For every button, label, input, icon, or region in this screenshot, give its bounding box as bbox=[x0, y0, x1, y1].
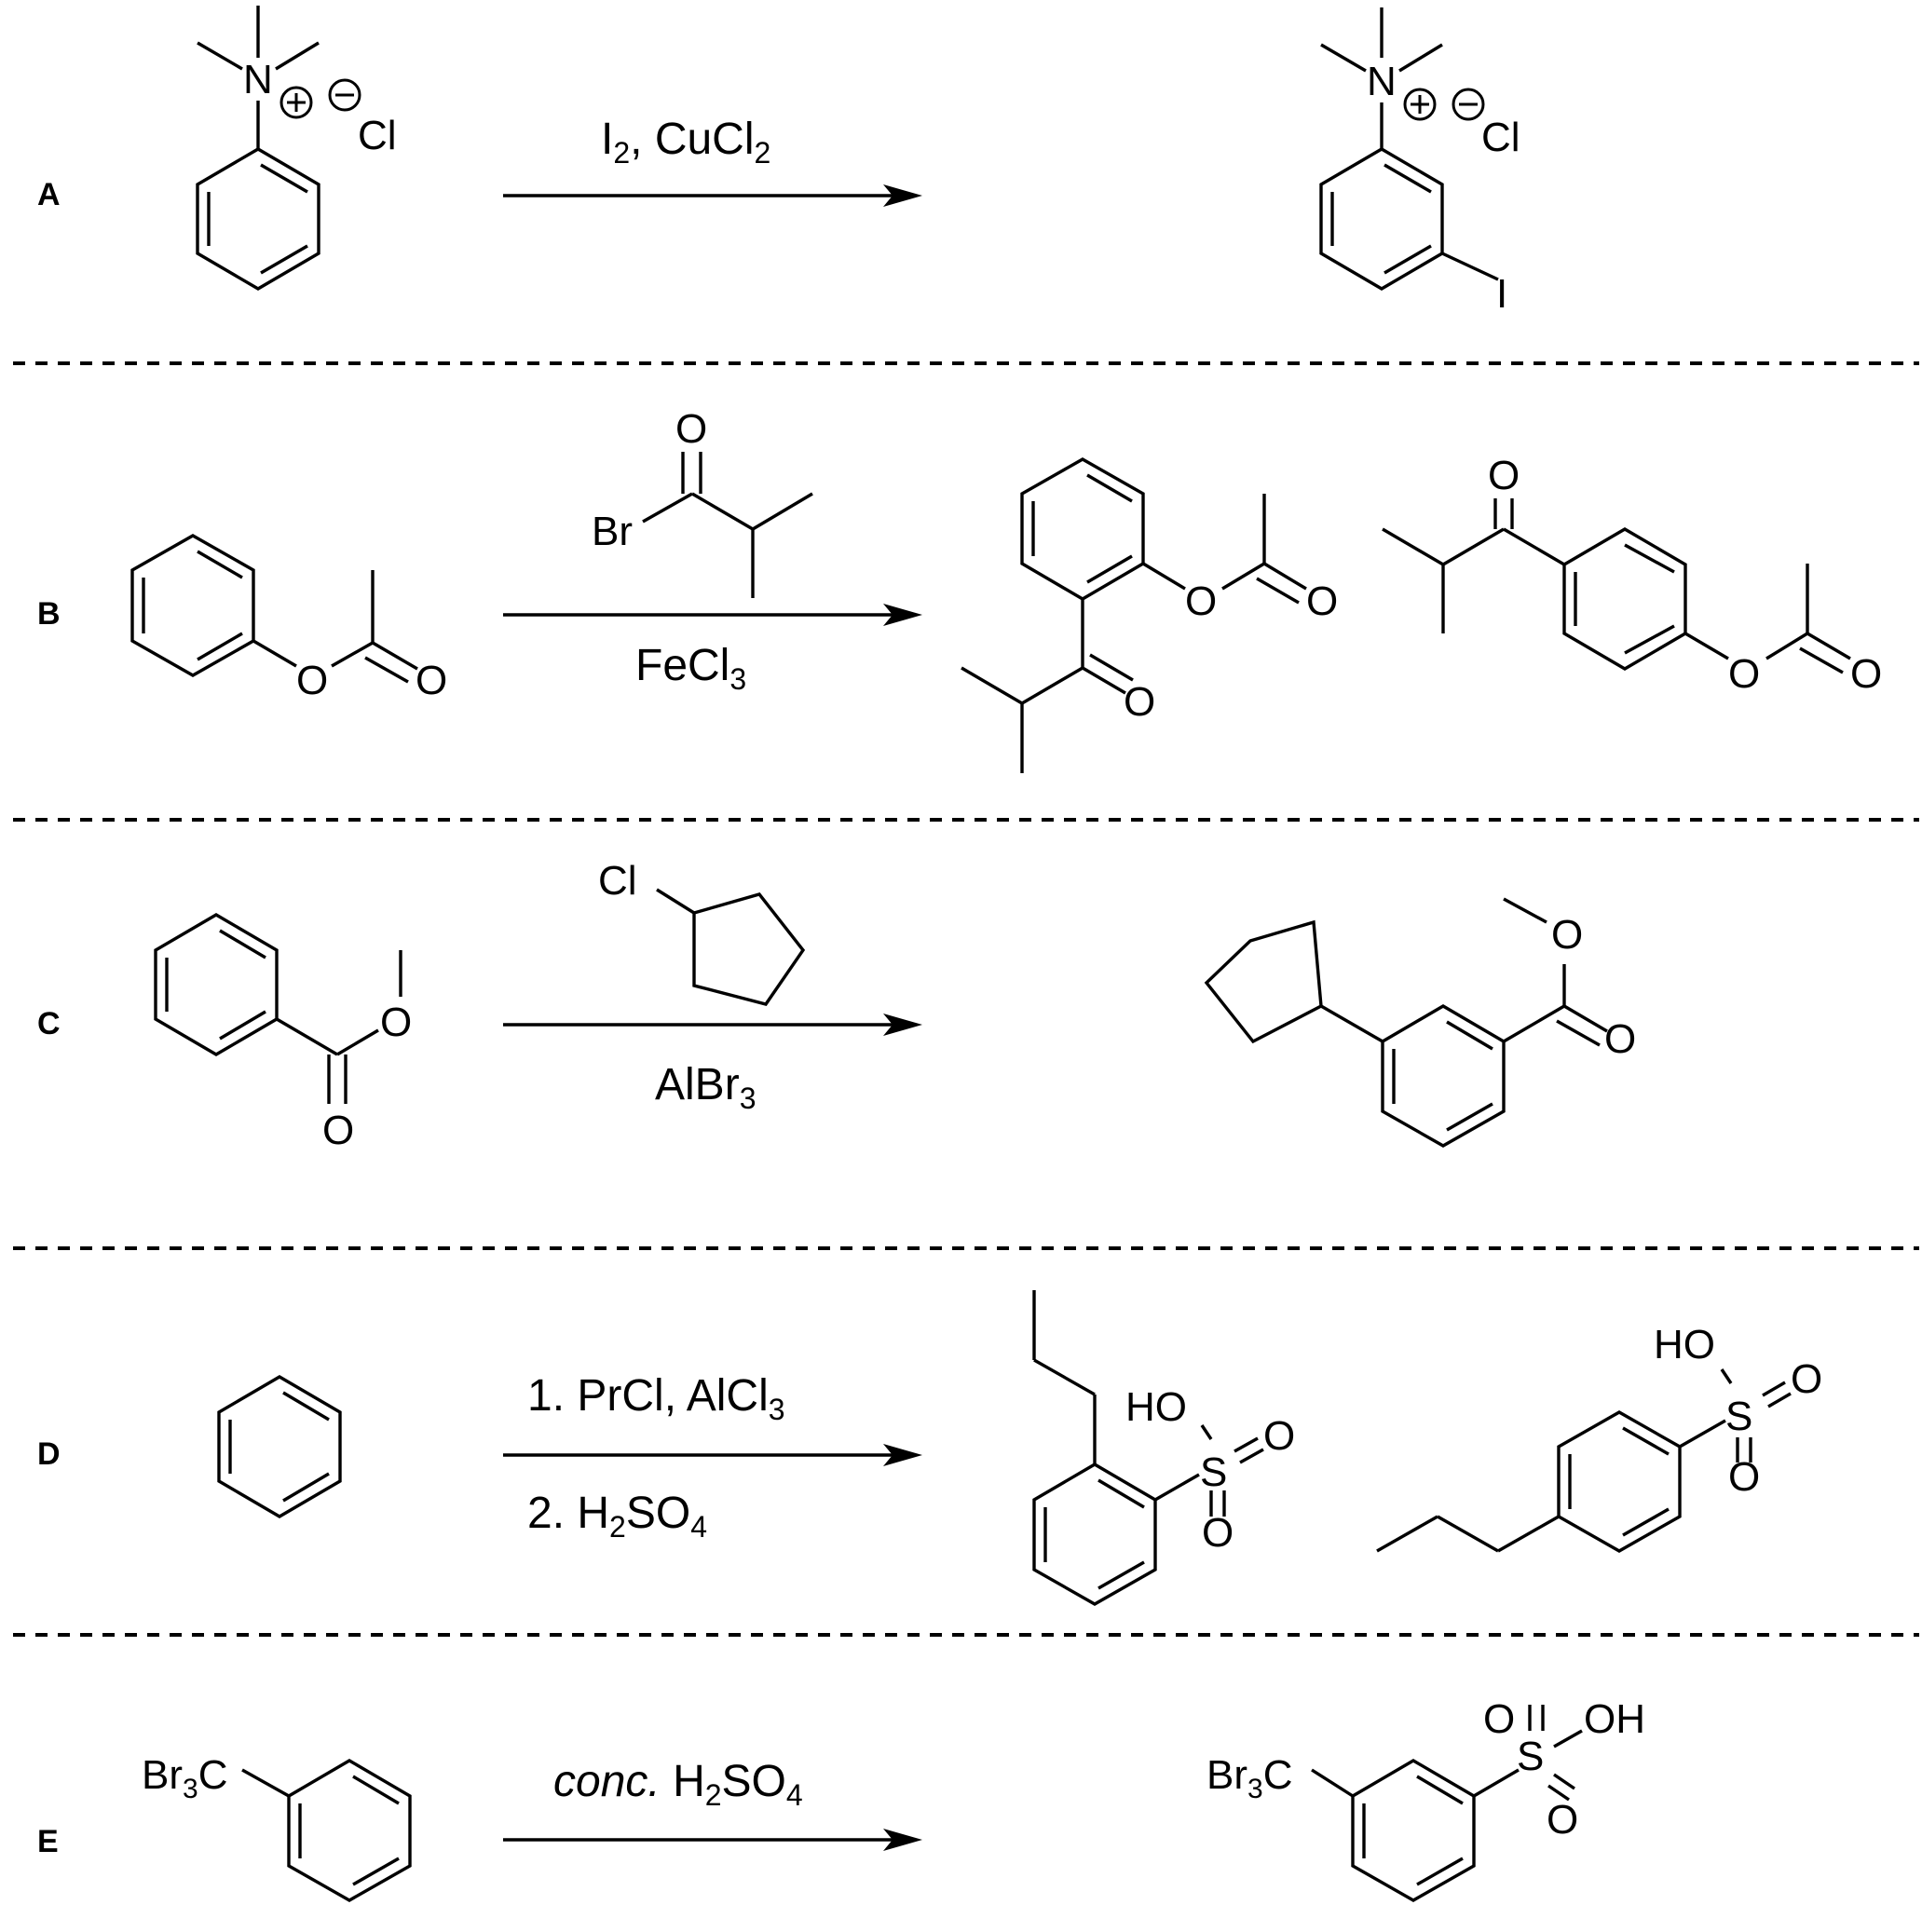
product-b-ortho-ester-o: O bbox=[1185, 578, 1217, 624]
reaction-label-c: C bbox=[37, 1006, 61, 1041]
arrow-c bbox=[503, 1014, 922, 1036]
reagent-b-br-atom: Br bbox=[592, 509, 633, 554]
product-c: O O bbox=[1204, 897, 1636, 1148]
product-b-para: O O O bbox=[1382, 453, 1882, 697]
reaction-label-e: E bbox=[37, 1824, 59, 1859]
conditions-d-step1: 1. PrCl, AlCl3 bbox=[527, 1371, 785, 1426]
reaction-d: D 1. PrCl, AlCl3 2. H2SO4 S HO bbox=[37, 1290, 1822, 1606]
reaction-label-d: D bbox=[37, 1436, 61, 1472]
product-e-o1-atom: O bbox=[1483, 1696, 1515, 1742]
reagent-c-chlorocyclopentane: Cl bbox=[598, 858, 806, 1006]
reactant-c: O O bbox=[154, 913, 412, 1153]
reactant-b-carbonyl-o: O bbox=[416, 658, 447, 703]
product-d-para: S HO O O bbox=[1376, 1322, 1822, 1553]
product-c-carbonyl-o: O bbox=[1604, 1016, 1636, 1062]
product-b-para-ester-o: O bbox=[1728, 651, 1760, 697]
reactant-a-n-atom: N bbox=[243, 57, 273, 102]
conditions-e: conc. H2SO4 bbox=[553, 1757, 803, 1812]
product-c-ester-o: O bbox=[1551, 912, 1583, 958]
reaction-e: E Br3C conc. H2SO4 Br3C S O bbox=[37, 1696, 1645, 1902]
product-a-minus-charge bbox=[1452, 88, 1485, 121]
reactant-a-minus-charge bbox=[328, 78, 361, 112]
product-a-cl-atom: Cl bbox=[1481, 115, 1520, 160]
reaction-a: A N Cl I2, C bbox=[37, 6, 1520, 317]
reagent-b-o-atom: O bbox=[675, 406, 707, 452]
product-e-o2-atom: O bbox=[1547, 1797, 1578, 1843]
product-b-ortho: O O O bbox=[961, 457, 1338, 773]
product-b-para-carbonyl-o: O bbox=[1850, 651, 1882, 697]
reactant-e-br3c: Br3C bbox=[142, 1752, 227, 1804]
product-b-para-ketone-o: O bbox=[1488, 453, 1520, 498]
reactant-e: Br3C bbox=[142, 1752, 412, 1902]
product-d-ortho: S HO O O bbox=[1032, 1290, 1295, 1606]
product-d-para-s-atom: S bbox=[1725, 1394, 1752, 1439]
reactant-c-carbonyl-o: O bbox=[322, 1108, 354, 1153]
conditions-b: FeCl3 bbox=[635, 641, 746, 696]
reaction-c: C O O Cl AlBr3 bbox=[37, 858, 1636, 1153]
product-e-br3c: Br3C bbox=[1206, 1752, 1292, 1804]
product-d-ortho-o1-atom: O bbox=[1263, 1413, 1295, 1459]
conditions-c: AlBr3 bbox=[655, 1060, 756, 1115]
conditions-a: I2, CuCl2 bbox=[601, 115, 770, 170]
product-a-i-atom: I bbox=[1496, 271, 1507, 317]
arrow-a bbox=[503, 184, 922, 207]
product-e: Br3C S O OH O bbox=[1206, 1696, 1645, 1902]
product-d-ortho-s-atom: S bbox=[1200, 1449, 1227, 1495]
reagent-c-cl-atom: Cl bbox=[598, 858, 637, 904]
product-a-plus-charge bbox=[1403, 88, 1437, 121]
product-e-s-atom: S bbox=[1517, 1734, 1544, 1779]
arrow-b bbox=[503, 604, 922, 626]
reactant-d-benzene bbox=[217, 1375, 342, 1518]
product-e-oh-atom: OH bbox=[1584, 1696, 1645, 1742]
product-b-ortho-ketone-o: O bbox=[1124, 679, 1155, 725]
product-d-ortho-oh-atom: HO bbox=[1125, 1384, 1187, 1430]
reaction-label-b: B bbox=[37, 596, 61, 632]
reactant-b-ester-o: O bbox=[296, 658, 328, 703]
conditions-d-step2: 2. H2SO4 bbox=[527, 1489, 707, 1544]
product-d-para-oh-atom: HO bbox=[1654, 1322, 1715, 1367]
reactant-a-cl-atom: Cl bbox=[358, 113, 397, 158]
reactant-a: N Cl bbox=[196, 6, 397, 291]
product-a: N Cl I bbox=[1319, 7, 1520, 317]
arrow-d bbox=[503, 1444, 922, 1466]
product-d-ortho-o2-atom: O bbox=[1202, 1510, 1234, 1556]
product-d-para-o2-atom: O bbox=[1728, 1454, 1760, 1500]
reactant-b: O O bbox=[130, 534, 447, 703]
arrow-e bbox=[503, 1829, 922, 1851]
product-b-ortho-carbonyl-o: O bbox=[1306, 578, 1338, 624]
product-a-n-atom: N bbox=[1367, 59, 1397, 104]
reagent-b-acyl-bromide: O Br bbox=[592, 406, 813, 598]
reaction-label-a: A bbox=[37, 177, 61, 212]
product-d-para-o1-atom: O bbox=[1791, 1356, 1822, 1402]
reaction-b: B O O O Br bbox=[37, 406, 1882, 773]
reactant-c-ester-o: O bbox=[380, 1000, 412, 1045]
reactant-a-plus-charge bbox=[279, 86, 313, 119]
